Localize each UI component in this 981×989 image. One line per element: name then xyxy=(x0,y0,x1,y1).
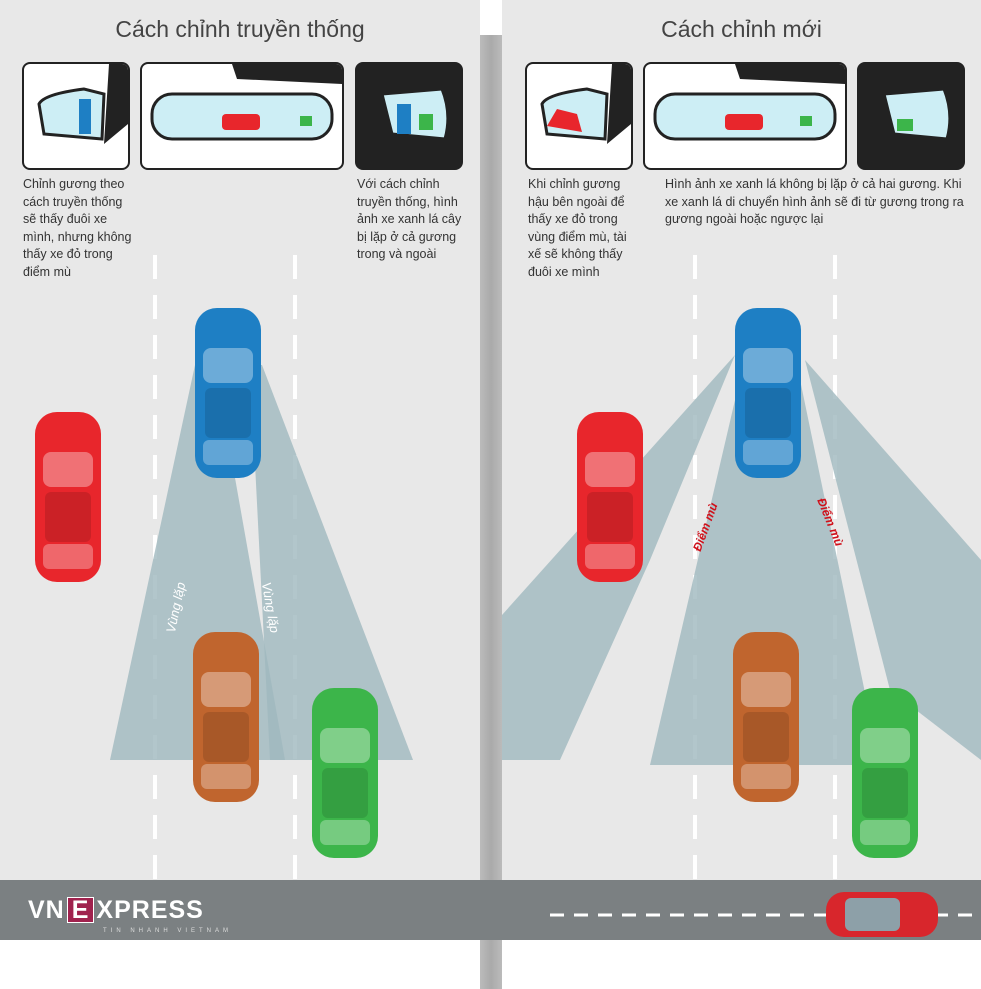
caption-traditional-right: Với cách chỉnh truyền thống, hình ảnh xe… xyxy=(357,177,462,261)
divider xyxy=(480,35,502,989)
orange-car xyxy=(193,632,259,802)
logo-tagline: TIN NHANH VIETNAM xyxy=(103,928,233,934)
right-title: Cách chỉnh mới xyxy=(661,16,822,42)
orange-car xyxy=(733,632,799,802)
mirror-view-beam xyxy=(250,365,413,760)
mirror-view-beam xyxy=(650,370,880,765)
blue-car xyxy=(735,308,801,478)
green-car xyxy=(852,688,918,858)
side-mirror-left-new xyxy=(525,62,633,170)
road-footer xyxy=(0,880,981,940)
red-car xyxy=(35,412,101,582)
caption-traditional-left: Chỉnh gương theo cách truyền thống sẽ th… xyxy=(23,177,132,279)
green-car xyxy=(312,688,378,858)
blue-car xyxy=(195,308,261,478)
mirror-view-beam xyxy=(805,360,981,760)
side-mirror-left-traditional xyxy=(22,62,130,170)
rearview-mirror-traditional xyxy=(140,62,344,170)
side-mirror-right-traditional xyxy=(355,62,463,170)
red-car xyxy=(577,412,643,582)
left-title: Cách chỉnh truyền thống xyxy=(115,16,365,42)
caption-new-right: Hình ảnh xe xanh lá không bị lặp ở cả ha… xyxy=(665,177,964,226)
caption-new-left: Khi chỉnh gương hậu bên ngoài để thấy xe… xyxy=(528,177,627,279)
rearview-mirror-new xyxy=(643,62,847,170)
side-mirror-right-new xyxy=(857,62,965,170)
road-diagram xyxy=(35,255,981,880)
